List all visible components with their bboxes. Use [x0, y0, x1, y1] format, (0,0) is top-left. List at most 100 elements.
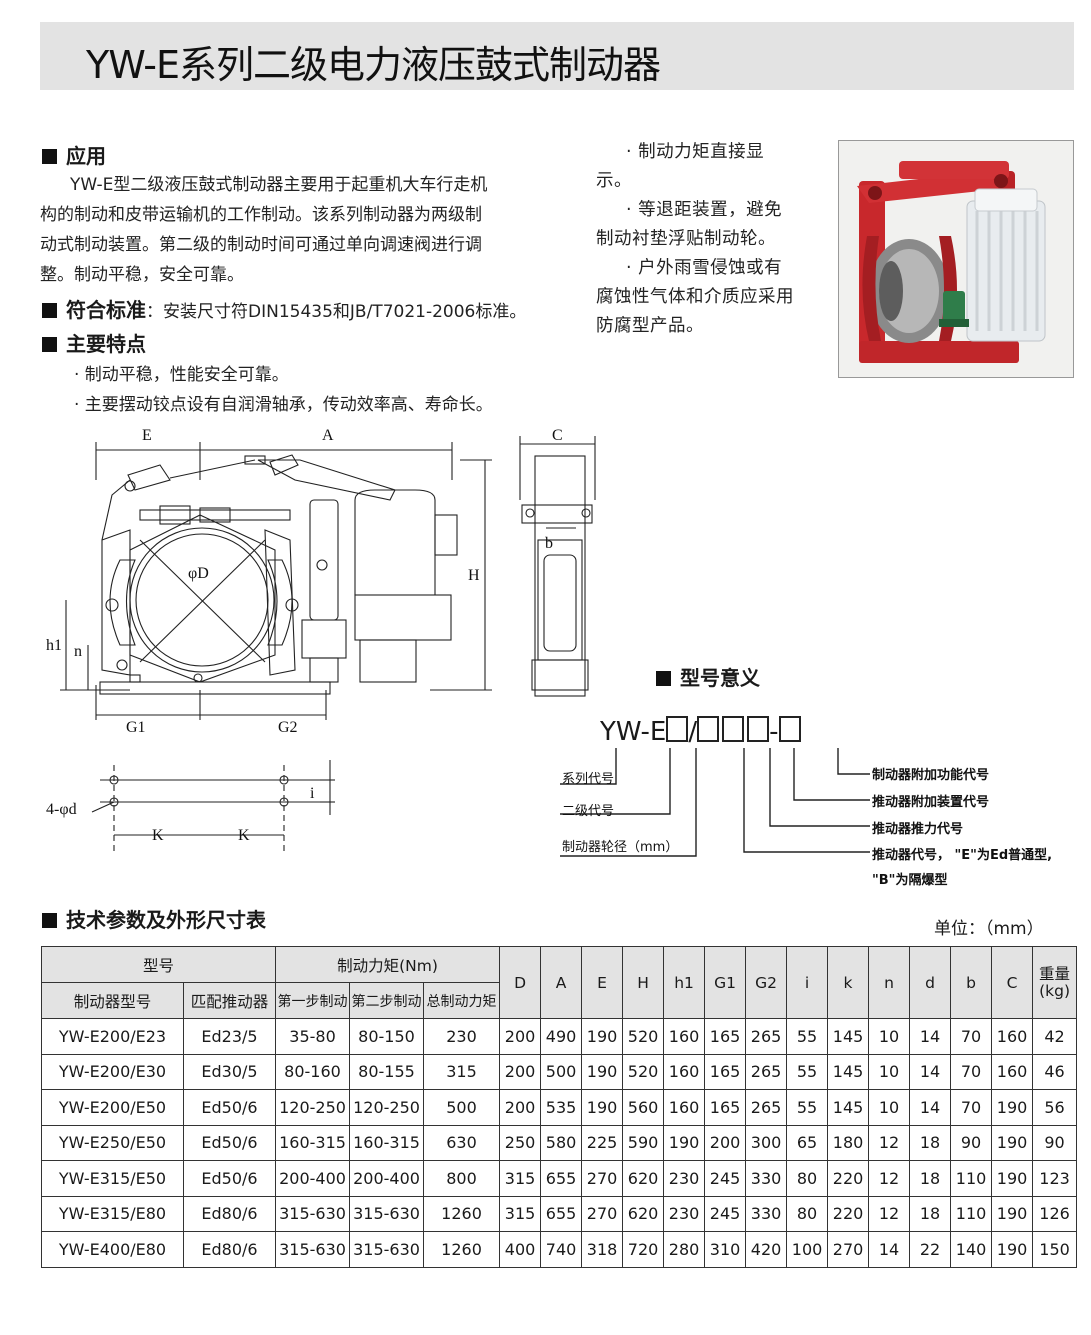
table-cell: 265 [745, 1053, 788, 1090]
table-cell: 520 [622, 1053, 665, 1090]
dimension-drawing: E A C H b φD h1 n G1 G2 K K i 4-φd [46, 427, 596, 855]
header-total: 总制动力矩 [423, 982, 501, 1019]
table-cell: 330 [745, 1160, 788, 1197]
table-cell: 280 [663, 1231, 706, 1268]
table-cell: 270 [827, 1231, 870, 1268]
table-cell: 42 [1032, 1018, 1078, 1055]
table-cell: Ed80/6 [182, 1231, 277, 1268]
table-cell: 740 [540, 1231, 583, 1268]
table-cell: 145 [827, 1089, 870, 1126]
header-dim: G1 [704, 946, 747, 1019]
product-photo [838, 140, 1074, 378]
model-label-device: 推动器附加装置代号 [872, 795, 990, 810]
table-cell: Ed50/6 [182, 1089, 277, 1126]
table-cell: 190 [581, 1089, 624, 1126]
dim-label-k: K [152, 827, 164, 844]
header-dim: i [786, 946, 829, 1019]
table-cell: 200-400 [275, 1160, 351, 1197]
header-weight: 重量 (kg) [1032, 946, 1078, 1019]
table-cell: 65 [786, 1124, 829, 1161]
table-cell: 180 [827, 1124, 870, 1161]
header-dim: G2 [745, 946, 788, 1019]
table-heading: 技术参数及外形尺寸表 [42, 904, 266, 933]
table-cell: 165 [704, 1089, 747, 1126]
table-cell: 200 [499, 1018, 542, 1055]
table-cell: 230 [663, 1160, 706, 1197]
table-cell: 315-630 [349, 1195, 425, 1232]
brake-photo-illustration [839, 141, 1073, 377]
table-cell: 90 [950, 1124, 993, 1161]
table-cell: 12 [868, 1160, 911, 1197]
header-dim: A [540, 946, 583, 1019]
spec-table: 型号 制动力矩(Nm) D A E H h1 G1 G2 i k n d b C… [40, 946, 1078, 1268]
code-box [747, 716, 770, 742]
table-cell: 14 [909, 1018, 952, 1055]
table-cell: 80-155 [349, 1053, 425, 1090]
table-cell: YW-E200/E23 [41, 1018, 184, 1055]
header-dim: d [909, 946, 952, 1019]
table-cell: 315 [499, 1160, 542, 1197]
table-cell: 220 [827, 1195, 870, 1232]
header-dim: n [868, 946, 911, 1019]
table-cell: 80 [786, 1195, 829, 1232]
table-cell: 220 [827, 1160, 870, 1197]
square-bullet-icon [42, 303, 57, 318]
table-cell: 140 [950, 1231, 993, 1268]
table-cell: 330 [745, 1195, 788, 1232]
model-label-thrust: 推动器推力代号 [872, 822, 964, 837]
model-code-leader-lines [560, 748, 870, 857]
table-cell: 200 [499, 1053, 542, 1090]
features-heading: 主要特点 [42, 328, 146, 357]
page-title: YW-E系列二级电力液压鼓式制动器 [86, 43, 661, 87]
table-cell: YW-E315/E80 [41, 1195, 184, 1232]
table-cell: 315 [423, 1053, 501, 1090]
dim-label-k: K [238, 827, 250, 844]
header-dim: E [581, 946, 624, 1019]
model-label-explosion: "B"为隔爆型 [872, 873, 948, 888]
dim-label-a: A [322, 427, 334, 444]
square-bullet-icon [42, 337, 57, 352]
table-cell: YW-E250/E50 [41, 1124, 184, 1161]
model-label-stage: 二级代号 [562, 804, 615, 819]
table-cell: 150 [1032, 1231, 1078, 1268]
dim-label-h: H [468, 567, 480, 584]
right-feature-text: · 制动力矩直接显 示。 · 等退距装置，避免 制动衬垫浮贴制动轮。 · 户外雨… [596, 142, 794, 336]
table-cell: 55 [786, 1089, 829, 1126]
header-torque: 制动力矩(Nm) [275, 946, 501, 983]
dim-label-hole: 4-φd [46, 801, 77, 818]
table-cell: 230 [663, 1195, 706, 1232]
table-cell: 70 [950, 1053, 993, 1090]
dim-label-c: C [552, 427, 563, 444]
table-cell: 160-315 [275, 1124, 351, 1161]
table-cell: 250 [499, 1124, 542, 1161]
table-cell: 318 [581, 1231, 624, 1268]
header-model: 型号 [40, 946, 277, 983]
table-cell: 190 [991, 1124, 1034, 1161]
table-cell: 300 [745, 1124, 788, 1161]
table-cell: 70 [950, 1089, 993, 1126]
table-cell: 126 [1032, 1195, 1078, 1232]
table-cell: 160 [663, 1089, 706, 1126]
table-cell: YW-E200/E30 [41, 1053, 184, 1090]
dim-label-b: b [545, 535, 553, 552]
table-cell: 145 [827, 1053, 870, 1090]
table-cell: 190 [581, 1018, 624, 1055]
table-cell: 10 [868, 1018, 911, 1055]
table-cell: 315 [499, 1195, 542, 1232]
model-code: YW-E/- [600, 716, 801, 747]
header-step1: 第一步制动 [275, 982, 351, 1019]
table-cell: YW-E315/E50 [41, 1160, 184, 1197]
table-cell: 620 [622, 1195, 665, 1232]
table-cell: 123 [1032, 1160, 1078, 1197]
table-cell: Ed50/6 [182, 1124, 277, 1161]
table-cell: 265 [745, 1018, 788, 1055]
code-box [722, 716, 745, 742]
model-label-diameter: 制动器轮径（mm） [562, 840, 679, 855]
code-box [778, 716, 801, 742]
table-cell: 80-160 [275, 1053, 351, 1090]
application-text: YW-E型二级液压鼓式制动器主要用于起重机大车行走机 构的制动和皮带运输机的工作… [40, 175, 488, 285]
